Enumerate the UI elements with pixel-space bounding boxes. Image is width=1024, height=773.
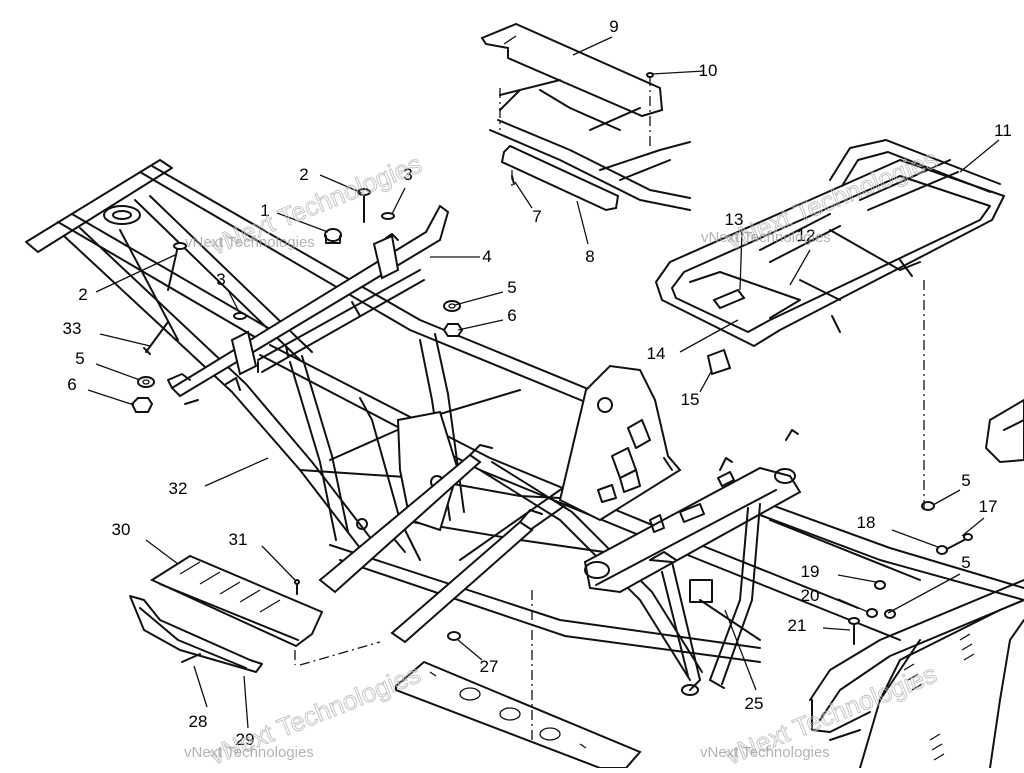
callout-3: 3 [403, 165, 412, 184]
leader-line-22 [261, 545, 296, 581]
skid-rails [318, 444, 543, 644]
callout-2: 2 [299, 165, 308, 184]
leader-line-21 [145, 539, 179, 565]
leader-line-6 [454, 291, 504, 306]
leader-line-26 [724, 609, 757, 691]
callout-28: 28 [189, 712, 208, 731]
callout-9: 9 [609, 17, 618, 36]
svg-text:vNext Technologies: vNext Technologies [700, 744, 830, 761]
callout-12: 12 [797, 226, 816, 245]
rear-bracket-assembly [480, 22, 691, 212]
leader-line-0 [276, 212, 329, 233]
callout-3: 3 [216, 270, 225, 289]
callout-6: 6 [67, 375, 76, 394]
leader-line-2 [391, 187, 406, 215]
leader-line-19 [699, 369, 713, 393]
callout-4: 4 [482, 247, 491, 266]
callout-30: 30 [112, 520, 131, 539]
leader-line-17 [789, 249, 811, 286]
callout-1: 1 [260, 201, 269, 220]
leader-line-10 [87, 389, 135, 406]
callout-25: 25 [745, 694, 764, 713]
callout-32: 32 [169, 479, 188, 498]
callout-7: 7 [532, 207, 541, 226]
leader-line-25 [457, 639, 483, 661]
leader-line-9 [95, 363, 141, 381]
leader-line-7 [457, 319, 504, 331]
callout-8: 8 [585, 247, 594, 266]
leader-line-3 [95, 254, 176, 293]
leader-line-27 [932, 489, 961, 506]
leader-line-32 [837, 598, 869, 613]
leader-line-14 [576, 200, 589, 245]
callout-11: 11 [994, 121, 1012, 140]
leader-line-20 [204, 457, 269, 487]
svg-text:vNext Technologies: vNext Technologies [184, 744, 314, 761]
callout-31: 31 [229, 530, 248, 549]
callout-15: 15 [681, 390, 700, 409]
hardware [130, 188, 973, 645]
leader-line-8 [99, 333, 151, 347]
leader-line-33 [822, 627, 851, 631]
callout-27: 27 [480, 657, 499, 676]
rear-rack [655, 139, 1005, 510]
callout-21: 21 [788, 616, 807, 635]
front-crossmember [583, 429, 802, 594]
leader-lines [87, 36, 1000, 729]
svg-text:vNext Technologies: vNext Technologies [701, 229, 831, 246]
leader-line-23 [193, 665, 208, 708]
callout-6: 6 [507, 306, 516, 325]
leader-line-28 [961, 517, 985, 537]
leader-line-29 [891, 529, 939, 548]
center-tower [558, 364, 682, 522]
leader-line-12 [651, 70, 705, 75]
callout-17: 17 [979, 497, 998, 516]
callout-5: 5 [961, 471, 970, 490]
callout-10: 10 [699, 61, 718, 80]
footrest [129, 554, 381, 673]
front-legs [649, 503, 761, 696]
callout-5: 5 [507, 278, 516, 297]
leader-line-4 [227, 289, 241, 315]
leader-line-16 [739, 229, 743, 291]
leader-line-13 [514, 181, 533, 209]
handlebar-tube [167, 204, 450, 405]
callout-18: 18 [857, 513, 876, 532]
main-frame [25, 159, 1024, 681]
callout-19: 19 [801, 562, 820, 581]
leader-line-31 [837, 574, 877, 583]
leader-line-18 [679, 319, 739, 353]
svg-text:vNext Technologies: vNext Technologies [185, 234, 315, 251]
rear-bumper [809, 398, 1024, 769]
leader-line-15 [959, 139, 1000, 173]
leader-line-1 [319, 174, 363, 194]
callout-29: 29 [236, 730, 255, 749]
leader-line-30 [887, 573, 961, 614]
callout-13: 13 [725, 210, 744, 229]
callout-5: 5 [961, 553, 970, 572]
callout-14: 14 [647, 344, 666, 363]
callout-20: 20 [801, 586, 820, 605]
callout-33: 33 [63, 319, 82, 338]
leader-line-11 [572, 36, 613, 56]
callout-2: 2 [78, 285, 87, 304]
callout-5: 5 [75, 349, 84, 368]
leader-line-24 [243, 675, 249, 729]
